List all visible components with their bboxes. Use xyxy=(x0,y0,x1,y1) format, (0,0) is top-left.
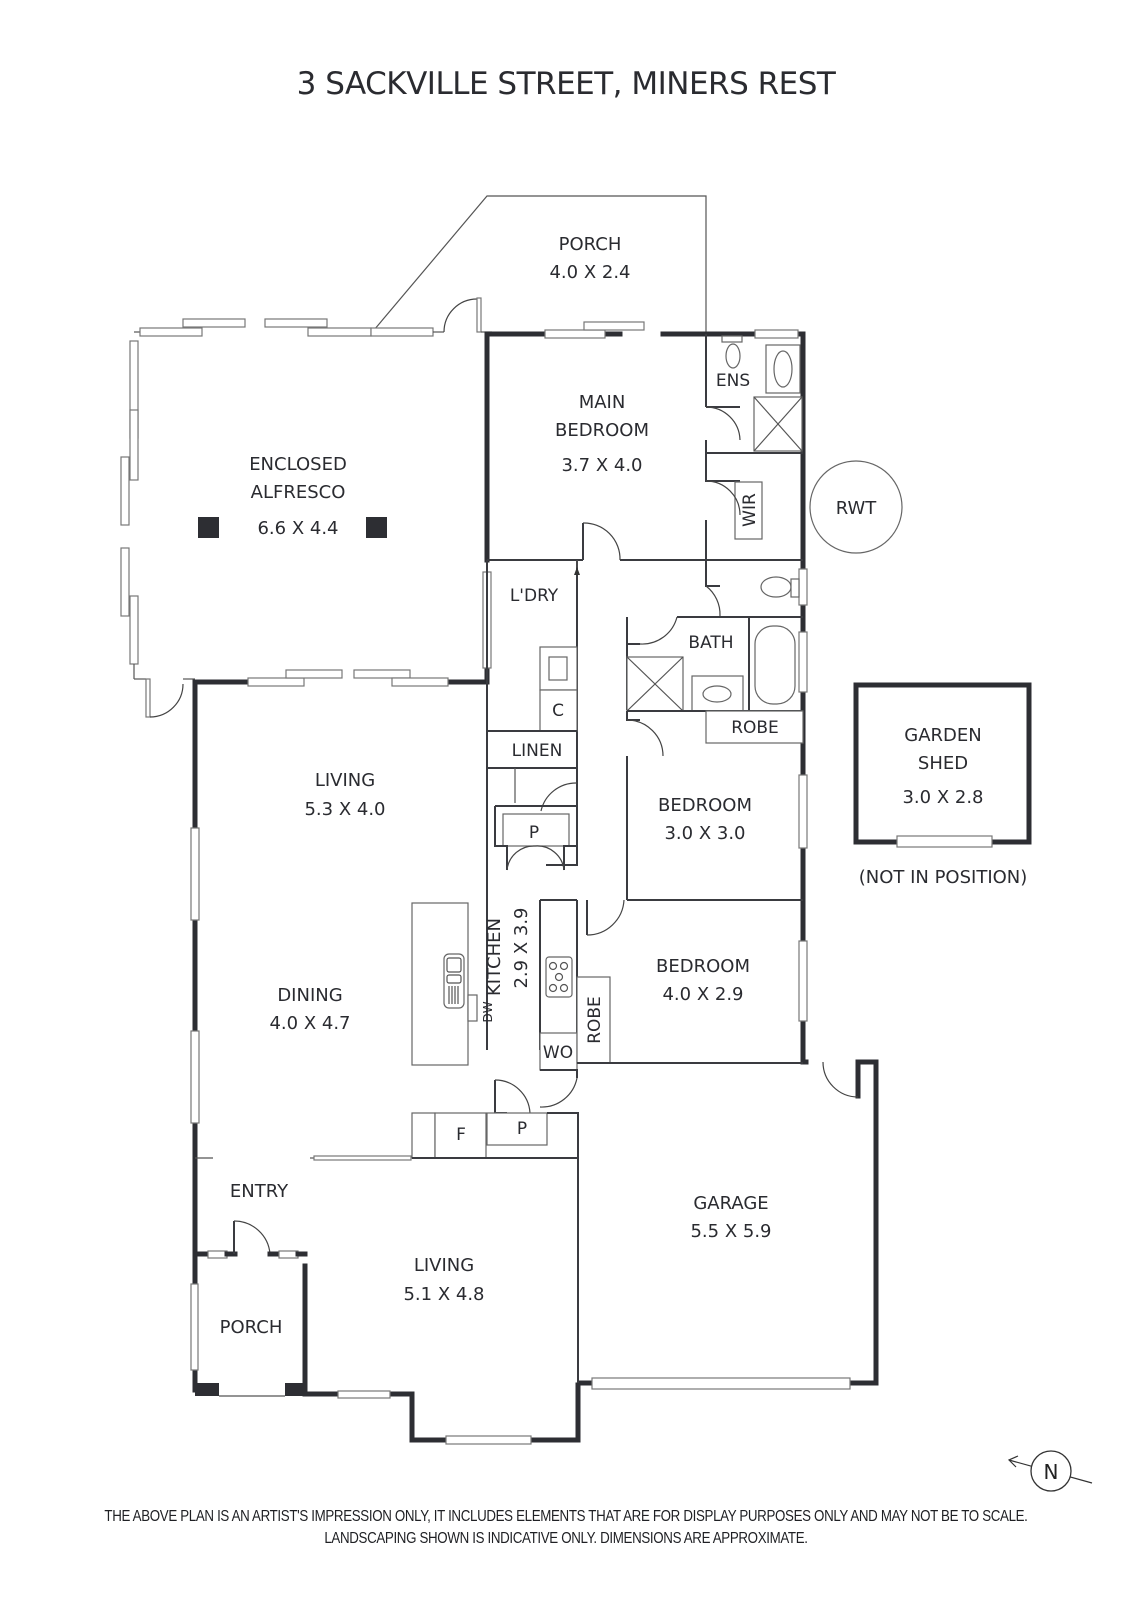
wir-label: WIR xyxy=(740,493,760,527)
garden-shed xyxy=(853,682,1032,848)
bedroom3-dims: 4.0 X 2.9 xyxy=(662,984,743,1005)
porch-top-label: PORCH xyxy=(559,234,622,255)
rainwater-tank xyxy=(809,460,903,554)
interior-walls xyxy=(190,334,859,1397)
shed-label-1: GARDEN xyxy=(904,725,981,746)
laundry-label: L'DRY xyxy=(510,586,559,606)
house-windows xyxy=(190,321,851,1445)
porch-top-outline xyxy=(373,195,707,334)
bath-label: BATH xyxy=(688,633,733,653)
north-compass-icon: N xyxy=(1007,1450,1093,1492)
disclaimer-line-1: THE ABOVE PLAN IS AN ARTIST'S IMPRESSION… xyxy=(104,1508,1028,1525)
alfresco-windows xyxy=(120,297,492,718)
kitchen-label: KITCHEN xyxy=(484,918,505,996)
compass-label: N xyxy=(1044,1460,1059,1484)
bedroom2-label: BEDROOM xyxy=(658,795,752,816)
dishwasher-label: DW xyxy=(481,1001,495,1022)
living2-dims: 5.1 X 4.8 xyxy=(403,1284,484,1305)
living1-label: LIVING xyxy=(315,770,375,791)
garage-label: GARAGE xyxy=(693,1193,768,1214)
shed-note: (NOT IN POSITION) xyxy=(859,867,1028,888)
main-bedroom-label-1: MAIN xyxy=(579,392,626,413)
alfresco-dims: 6.6 X 4.4 xyxy=(257,518,338,539)
cupboard-label: C xyxy=(552,701,564,721)
alfresco-label-2: ALFRESCO xyxy=(251,482,346,503)
wo-label: WO xyxy=(543,1043,573,1063)
linen-label: LINEN xyxy=(512,741,563,761)
ensuite-label: ENS xyxy=(716,371,750,391)
main-bedroom-dims: 3.7 X 4.0 xyxy=(561,455,642,476)
garage-dims: 5.5 X 5.9 xyxy=(690,1221,771,1242)
disclaimer: THE ABOVE PLAN IS AN ARTIST'S IMPRESSION… xyxy=(79,1506,1053,1550)
pantry-kitchen-label: P xyxy=(517,1119,527,1139)
kitchen-dims: 2.9 X 3.9 xyxy=(511,907,532,988)
alfresco-label-1: ENCLOSED xyxy=(249,454,347,475)
pantry-hall-label: P xyxy=(529,823,539,843)
alfresco-post-left xyxy=(198,517,219,538)
dining-label: DINING xyxy=(277,985,342,1006)
bedroom2-dims: 3.0 X 3.0 xyxy=(664,823,745,844)
disclaimer-line-2: LANDSCAPING SHOWN IS INDICATIVE ONLY. DI… xyxy=(324,1530,808,1547)
rwt-label: RWT xyxy=(836,498,878,519)
entry-label: ENTRY xyxy=(230,1181,289,1202)
alfresco-post-right xyxy=(366,517,387,538)
dining-dims: 4.0 X 4.7 xyxy=(269,1013,350,1034)
robe-bedroom2-label: ROBE xyxy=(731,718,779,738)
porch-front-label: PORCH xyxy=(220,1317,283,1338)
bedroom3-label: BEDROOM xyxy=(656,956,750,977)
robe-bedroom3-label: ROBE xyxy=(585,996,605,1044)
living1-dims: 5.3 X 4.0 xyxy=(304,799,385,820)
fridge-label: F xyxy=(456,1125,466,1145)
shed-dims: 3.0 X 2.8 xyxy=(902,787,983,808)
living2-label: LIVING xyxy=(414,1255,474,1276)
porch-top-dims: 4.0 X 2.4 xyxy=(549,262,630,283)
main-bedroom-label-2: BEDROOM xyxy=(555,420,649,441)
page-title: 3 SACKVILLE STREET, MINERS REST xyxy=(296,66,836,102)
shed-label-2: SHED xyxy=(918,753,968,774)
